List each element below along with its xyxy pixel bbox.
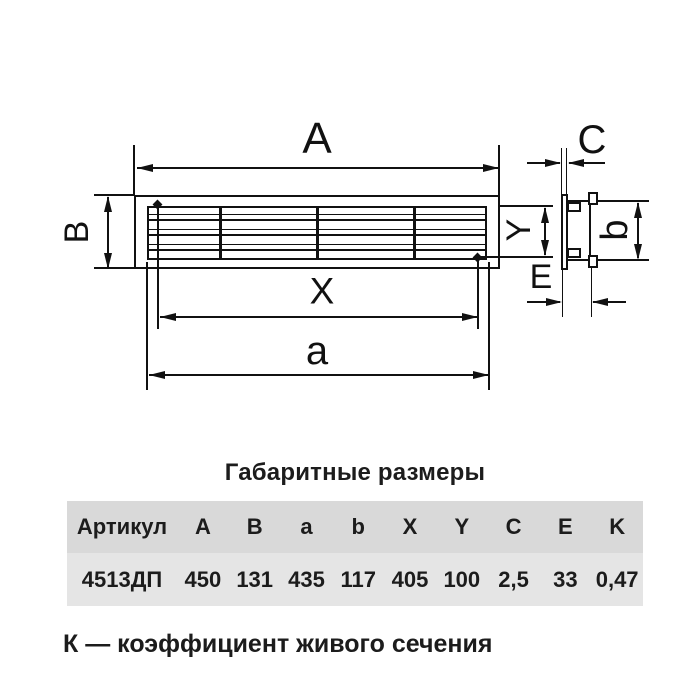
dim-A-extension-right bbox=[498, 145, 500, 195]
dim-Y-extension-top bbox=[500, 205, 553, 207]
table-data-row: 4513ДП 450 131 435 117 405 100 2,5 33 0,… bbox=[67, 553, 643, 606]
col-header-A: A bbox=[194, 514, 211, 539]
dim-C-line-left bbox=[527, 162, 560, 164]
dim-B-arrow-down bbox=[104, 253, 112, 269]
dim-B-extension-top bbox=[94, 194, 135, 196]
footnote: К — коэффициент живого сечения bbox=[63, 630, 493, 658]
dim-C-line-right bbox=[569, 162, 605, 164]
table-header-row: Артикул A B a b X Y C E K bbox=[67, 501, 643, 553]
cell-X: 405 bbox=[391, 566, 429, 592]
dim-a-extension-right bbox=[488, 262, 490, 390]
side-view-body-top bbox=[567, 200, 649, 202]
cell-C: 2,5 bbox=[498, 566, 529, 592]
dim-A-arrow-left bbox=[137, 164, 153, 172]
col-header-b: b bbox=[351, 514, 365, 539]
col-header-Y: Y bbox=[454, 514, 470, 539]
dim-E-label: E bbox=[529, 258, 553, 296]
cell-E: 33 bbox=[553, 566, 578, 592]
cell-Y: 100 bbox=[443, 566, 481, 592]
dim-X-arrow-right bbox=[462, 313, 478, 321]
dim-E-arrow-left-tip bbox=[592, 298, 608, 306]
dim-B-arrow-up bbox=[104, 196, 112, 212]
dim-B-label: B bbox=[58, 220, 96, 244]
dim-X-line bbox=[160, 316, 478, 318]
dim-E-arrow-right-tip bbox=[546, 298, 562, 306]
col-header-E: E bbox=[558, 514, 573, 539]
dim-Y-arrow-down bbox=[541, 240, 549, 256]
dim-E-line-left bbox=[527, 301, 560, 303]
dim-X-label: X bbox=[309, 270, 335, 312]
louver-divider bbox=[316, 208, 319, 258]
cell-K: 0,47 bbox=[595, 566, 639, 592]
dim-E-extension-left bbox=[562, 270, 563, 317]
dim-a-line bbox=[149, 374, 489, 376]
dim-a-label: a bbox=[305, 329, 329, 373]
cell-a: 435 bbox=[288, 566, 325, 592]
side-view-tab-bottom bbox=[588, 255, 598, 268]
dim-X-extension-right bbox=[477, 255, 479, 329]
dim-E-line-right bbox=[593, 301, 626, 303]
dim-B-line bbox=[107, 197, 109, 268]
dim-C-arrow-left-tip bbox=[568, 159, 584, 167]
side-view-flange bbox=[561, 194, 568, 270]
dim-C-label: C bbox=[577, 118, 607, 162]
table-title: Габаритные размеры bbox=[224, 459, 486, 486]
dim-Y-extension-bottom bbox=[479, 256, 553, 258]
dim-C-arrow-right-tip bbox=[545, 159, 561, 167]
dim-A-label: A bbox=[302, 114, 332, 163]
dim-a-arrow-right bbox=[473, 371, 489, 379]
dimensions-table: Артикул A B a b X Y C E K 4513ДП 450 131… bbox=[67, 501, 643, 606]
cell-b: 117 bbox=[340, 566, 376, 592]
side-view-step-top bbox=[567, 202, 581, 212]
louver-divider bbox=[413, 208, 416, 258]
col-header-X: X bbox=[402, 514, 418, 539]
cell-artikul: 4513ДП bbox=[81, 566, 163, 592]
col-header-B: B bbox=[246, 514, 263, 539]
dim-b-arrow-down bbox=[634, 244, 642, 260]
side-view-tab-top bbox=[588, 192, 598, 205]
dim-b-arrow-up bbox=[634, 202, 642, 218]
dim-C-extension-left bbox=[561, 148, 562, 194]
dim-a-arrow-left bbox=[149, 371, 165, 379]
col-header-a: a bbox=[300, 514, 313, 539]
dim-A-line bbox=[137, 167, 499, 169]
dim-b-label: b bbox=[594, 219, 636, 241]
dim-X-arrow-left bbox=[160, 313, 176, 321]
col-header-K: K bbox=[609, 514, 626, 539]
dim-E-extension-right bbox=[591, 268, 592, 317]
side-view-body-bottom bbox=[567, 259, 649, 261]
dim-b-line bbox=[637, 203, 639, 258]
dim-X-extension-left bbox=[157, 201, 159, 329]
cell-A: 450 bbox=[184, 566, 222, 592]
dim-C-extension-right bbox=[566, 148, 567, 194]
dim-Y-line bbox=[544, 208, 546, 255]
dim-Y-arrow-up bbox=[541, 207, 549, 223]
col-header-artikul: Артикул bbox=[76, 514, 168, 539]
dim-B-extension-bottom bbox=[94, 267, 135, 269]
dim-A-extension-left bbox=[133, 145, 135, 195]
cell-B: 131 bbox=[236, 566, 274, 592]
side-view-body-back bbox=[589, 195, 591, 260]
louver-divider bbox=[219, 208, 222, 258]
dim-Y-label: Y bbox=[500, 218, 538, 242]
side-view-step-bottom bbox=[567, 248, 581, 258]
dim-a-extension-left bbox=[146, 262, 148, 390]
dim-A-arrow-right bbox=[483, 164, 499, 172]
col-header-C: C bbox=[505, 514, 522, 539]
